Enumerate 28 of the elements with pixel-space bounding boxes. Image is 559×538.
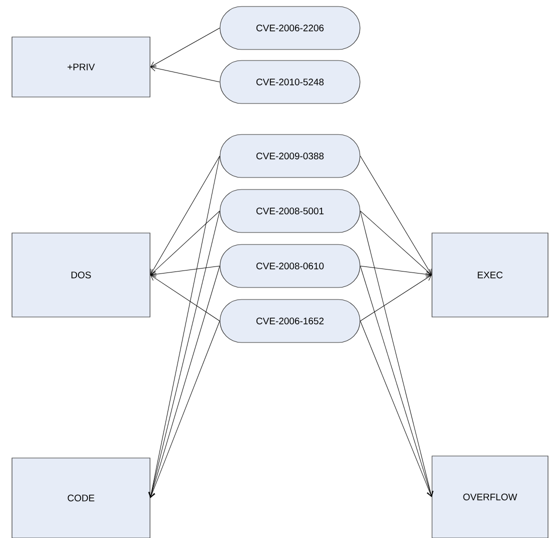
category-box: DOS: [12, 232, 150, 318]
arrow: [150, 28, 220, 68]
arrow: [360, 210, 434, 497]
vulnerability-node: CVE-2006-2206: [220, 6, 360, 50]
arrow: [150, 64, 220, 82]
arrow: [148, 210, 220, 498]
vulnerability-node: CVE-2006-1652: [220, 299, 360, 343]
arrow: [148, 156, 220, 498]
arrow: [360, 275, 432, 322]
vulnerability-node: CVE-2009-0388: [220, 134, 360, 178]
arrow: [360, 320, 433, 497]
arrow: [150, 266, 220, 278]
vulnerability-node: CVE-2010-5248: [220, 60, 360, 104]
arrow: [148, 266, 220, 498]
category-box: +PRIV: [12, 36, 150, 98]
arrow: [360, 266, 434, 497]
vulnerability-node: CVE-2008-0610: [220, 244, 360, 288]
arrow: [149, 320, 220, 498]
arrow: [150, 210, 220, 275]
arrow: [360, 266, 432, 278]
vulnerability-node: CVE-2008-5001: [220, 189, 360, 233]
arrow: [150, 275, 220, 322]
arrow: [360, 210, 432, 275]
category-box: OVERFLOW: [432, 456, 548, 538]
category-box: CODE: [12, 458, 150, 538]
arrow: [150, 156, 220, 275]
arrow: [360, 156, 432, 275]
category-box: EXEC: [432, 232, 548, 318]
